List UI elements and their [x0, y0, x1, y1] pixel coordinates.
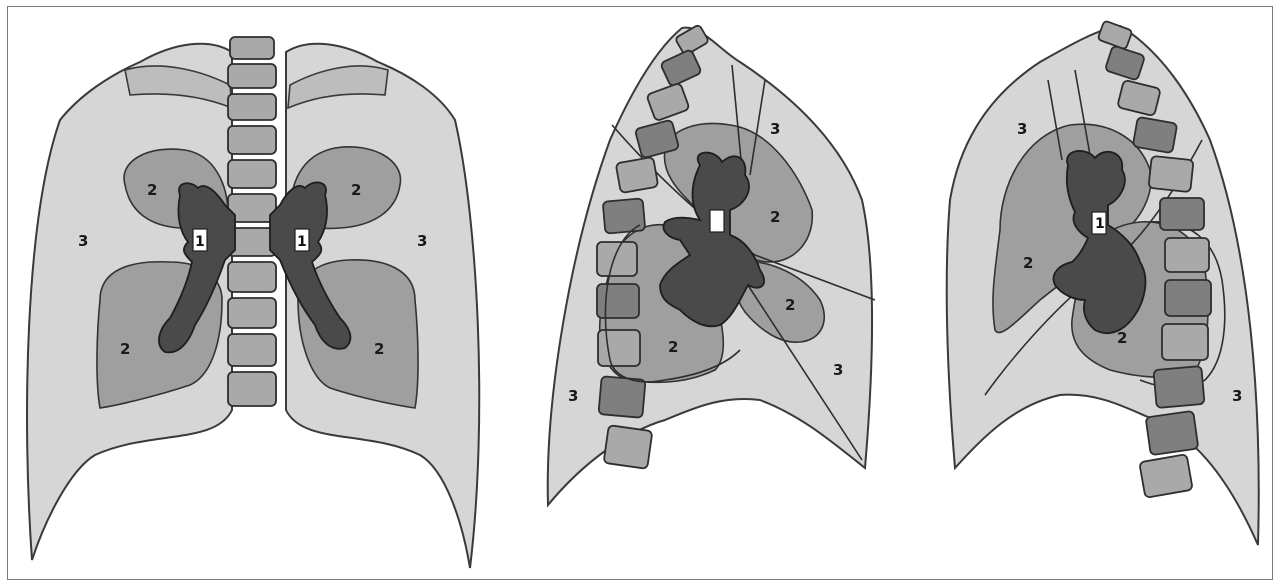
zone-label: 2	[1023, 254, 1033, 272]
zone-label: 3	[1017, 120, 1027, 138]
zone-label: 3	[770, 120, 780, 138]
zone-label: 2	[770, 208, 780, 226]
zone-label: 3	[78, 232, 88, 250]
zone-label: 3	[568, 387, 578, 405]
zone-label: 1	[297, 234, 307, 250]
zone-label: 2	[351, 181, 361, 199]
zone-label: 2	[120, 340, 130, 358]
frontal-view-panel	[27, 37, 479, 568]
zone-label: 2	[147, 181, 157, 199]
zone-label: 3	[1232, 387, 1242, 405]
zone-label: 1	[1095, 216, 1105, 232]
zone-label: 2	[374, 340, 384, 358]
zone-label: 3	[833, 361, 843, 379]
zone-label: 2	[785, 296, 795, 314]
right-lateral-view-panel	[548, 24, 875, 505]
left-lateral-view-panel	[947, 20, 1259, 545]
zone-label: 2	[1117, 329, 1127, 347]
zone-label: 3	[417, 232, 427, 250]
zone-label: 2	[668, 338, 678, 356]
zone-label: 1	[195, 234, 205, 250]
right-lateral-hilum-box	[710, 210, 724, 232]
